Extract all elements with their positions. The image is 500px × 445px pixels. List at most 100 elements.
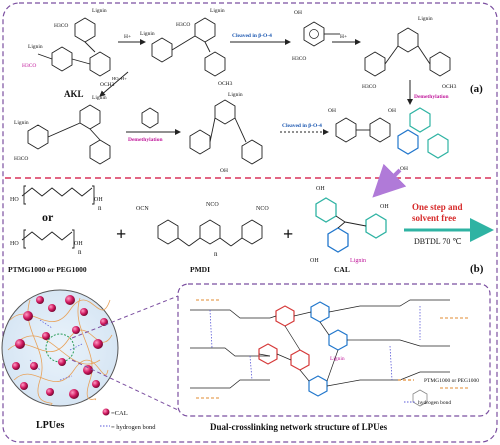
polyol-label: PTMG1000 or PEG1000 [8, 265, 87, 274]
cal-sphere [69, 389, 79, 399]
tr-lignin: Lignin [418, 16, 433, 22]
top-right-structure: Lignin H3CO OCH3 [362, 16, 457, 90]
cal-sphere [72, 326, 80, 334]
akl-ring-top [74, 17, 96, 43]
panel-a-label: (a) [470, 83, 483, 95]
bl-h3co: H3CO [14, 156, 28, 162]
demethylation-text-2: Demethylation [128, 137, 163, 143]
int2-lignin-left: Lignin [140, 31, 155, 37]
cal-sphere [30, 362, 38, 370]
net-legend-poly: PTMG1000 or PEG1000 [424, 378, 479, 384]
akl-ring-right [89, 51, 111, 77]
cal-sphere [20, 382, 28, 390]
cal-structure-a: OH [397, 107, 449, 172]
arrow-to-cal [372, 163, 407, 198]
cal-b-oh-1: OH [316, 186, 325, 192]
cleaved-text-2: Cleaved in β-O-4 [282, 123, 322, 129]
cal-sphere [46, 388, 54, 396]
phenol-h3co: H3CO [292, 56, 306, 62]
akl-structure: Lignin H3CO Lignin H3CO OCH3 AKL [22, 8, 115, 99]
lpues-circle [1, 289, 119, 407]
akl-lignin-left: Lignin [28, 44, 43, 50]
plus-sign-1: + [116, 224, 126, 244]
zoom-line-top [71, 295, 179, 339]
cal-label: CAL [334, 265, 350, 274]
pmdi-ocn: OCN [136, 206, 149, 212]
cal-sphere [23, 311, 33, 321]
condition-line1: One step and [412, 202, 463, 212]
pmdi-label: PMDI [190, 265, 210, 274]
net-lignin: Lignin [330, 356, 345, 362]
cal-b-oh-3: OH [310, 258, 319, 264]
pmdi-structure: OCN NCO NCO n PMDI [136, 202, 269, 274]
cal-sphere [92, 380, 100, 388]
h-plus-text-1: H+ [124, 34, 131, 40]
h-plus-text-2: H+ [340, 34, 347, 40]
cal-a-oh: OH [400, 166, 408, 172]
panel-b: HO OH n or HO OH n PTMG1000 or PEG1000 +… [1, 185, 494, 432]
bl-lignin-left: Lignin [14, 120, 29, 126]
cal-b-lignin: Lignin [350, 258, 366, 264]
int2-h3co: H3CO [176, 22, 190, 28]
zoom-line-bottom [71, 359, 179, 411]
bottom-left-structure: Lignin Lignin H3CO [14, 95, 111, 165]
polyol-ho-2: HO [10, 241, 19, 247]
cal-sphere [15, 339, 25, 349]
phenol-ketone-product: OH H3CO [292, 10, 340, 62]
network-title: Dual-crosslinking network structure of L… [210, 422, 388, 432]
cat-oh-2: OH [388, 108, 396, 114]
cal-sphere [83, 365, 93, 375]
polyol-o-2: OH [74, 241, 83, 247]
bm-oh: OH [220, 168, 228, 174]
cal-sphere [80, 308, 88, 316]
legend-cal-sphere [102, 408, 110, 416]
condition-line2: solvent free [412, 213, 456, 223]
cal-structure-b: OH OH OH Lignin CAL [310, 186, 389, 274]
demethylation-text-1: Demethylation [414, 94, 449, 100]
akl-h3co-text: H3CO [54, 23, 68, 29]
akl-h3co-pink: H3CO [22, 63, 36, 69]
polyol-n-2: n [78, 248, 82, 256]
conditions-text: HO−H+ [112, 76, 127, 81]
polyol-structures: HO OH n or HO OH n PTMG1000 or PEG1000 [8, 185, 103, 274]
cal-sphere [65, 295, 75, 305]
bl-lignin: Lignin [92, 95, 107, 101]
cal-sphere [48, 304, 56, 312]
catalyst-text: DBTDL 70 ℃ [414, 237, 461, 246]
intermediate-structure-2: Lignin H3CO Lignin OCH3 [140, 8, 233, 87]
lpues-label: LPUes [36, 420, 64, 431]
pmdi-n: n [214, 250, 218, 258]
panel-b-label: (b) [470, 263, 484, 275]
phenol-oh: OH [294, 10, 302, 16]
cal-sphere [42, 332, 50, 340]
polyol-o-1: OH [94, 197, 103, 203]
akl-och3-text: OCH3 [100, 82, 115, 88]
polyol-ho-1: HO [10, 197, 19, 203]
akl-ring-left [51, 46, 73, 72]
cal-sphere [58, 358, 66, 366]
legend-cal-text: =CAL [111, 410, 128, 417]
cal-sphere [12, 362, 20, 370]
bm-lignin: Lignin [228, 92, 243, 98]
int2-och3: OCH3 [218, 81, 233, 87]
cleaved-text-1: Cleaved in β-O-4 [232, 33, 272, 39]
int2-lignin: Lignin [210, 8, 225, 14]
network-box [177, 283, 491, 417]
legend-hbond-text: = hydrogen bond [111, 424, 156, 431]
akl-lignin-text: Lignin [92, 8, 107, 14]
cal-sphere [93, 339, 103, 349]
panel-a: Lignin H3CO Lignin H3CO OCH3 AKL H+ Lign… [14, 8, 483, 198]
net-legend-hbond: hydrogen bond [418, 400, 451, 406]
cal-sphere [36, 296, 44, 304]
cal-b-oh-2: OH [380, 204, 389, 210]
tr-h3co: H3CO [362, 84, 376, 90]
cat-oh-1: OH [328, 108, 336, 114]
bottom-middle-structure: Lignin OH [189, 92, 263, 174]
polyol-n-1: n [98, 204, 102, 212]
catechol-product: OH OH [328, 108, 396, 143]
cal-sphere [100, 318, 108, 326]
net-legend-ring [412, 389, 428, 407]
pmdi-nco-1: NCO [206, 202, 219, 208]
